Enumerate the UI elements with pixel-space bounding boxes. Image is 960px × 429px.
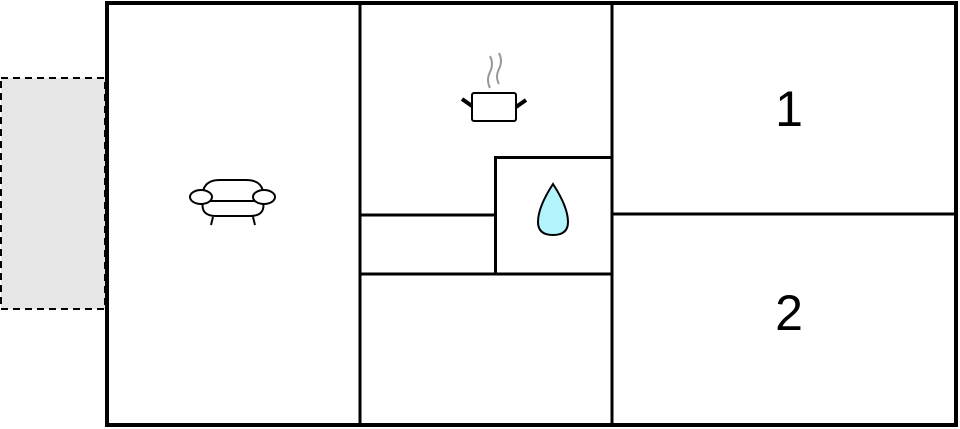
terrace [0,77,106,310]
cooking-pot-icon [460,52,528,122]
water-drop-icon [536,182,570,237]
sofa-icon [189,179,276,226]
room-label-1: 1 [775,81,803,137]
room-label-2: 2 [775,285,803,341]
